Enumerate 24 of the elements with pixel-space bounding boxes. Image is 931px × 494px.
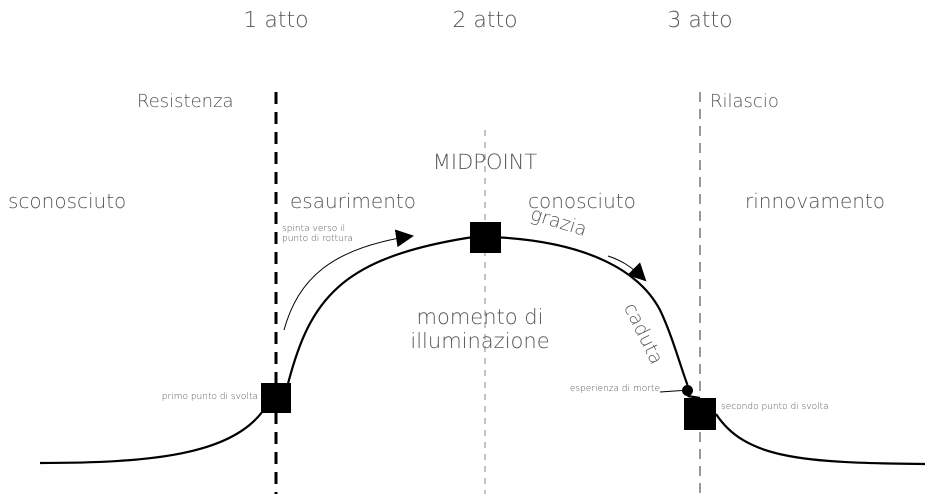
callout-text: esperienza di morte <box>536 384 660 400</box>
curve-line <box>715 413 926 466</box>
square-marker <box>684 398 716 430</box>
point-label: MIDPOINT <box>432 150 538 174</box>
section-label: Rilascio <box>710 92 779 113</box>
square-marker <box>261 383 291 413</box>
section-label: Resistenza <box>137 92 234 113</box>
point-label: secondo punto di svolta <box>721 402 830 412</box>
note-text: momento di illuminazione <box>409 305 551 354</box>
curve-line <box>286 236 470 384</box>
phase-label: esaurimento <box>290 190 416 213</box>
act-heading: 2 atto <box>451 8 519 34</box>
point-label: primo punto di svolta <box>160 392 258 402</box>
curve-line <box>500 236 689 386</box>
square-marker <box>470 222 501 253</box>
leader-line <box>660 390 682 392</box>
dot-marker <box>682 385 693 396</box>
curve-line <box>687 394 700 400</box>
act-heading: 1 atto <box>242 8 310 34</box>
arrow-label: spinta verso il punto di rottura <box>282 224 354 245</box>
phase-label: rinnovamento <box>745 190 885 213</box>
phase-label: sconosciuto <box>8 190 126 213</box>
act-heading: 3 atto <box>666 8 734 34</box>
curve-line <box>40 410 264 464</box>
